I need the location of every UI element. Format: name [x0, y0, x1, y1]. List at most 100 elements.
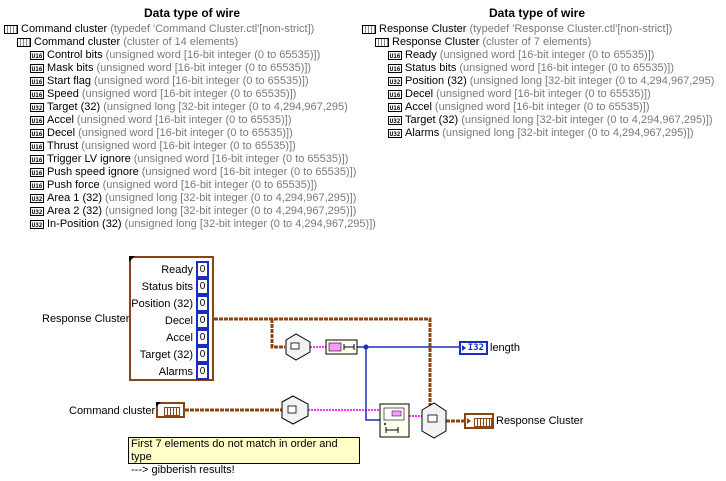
- type-tree-description: (unsigned word [16-bit integer (0 to 655…: [459, 62, 674, 74]
- constant-field-value[interactable]: 0: [196, 363, 209, 380]
- constant-field-value[interactable]: 0: [196, 329, 209, 346]
- constant-field-label: Accel: [166, 331, 193, 344]
- u16-type-icon: U16: [30, 129, 44, 138]
- type-tree-description: (unsigned long [32-bit integer (0 to 4,2…: [442, 127, 694, 139]
- u16-type-icon: U16: [30, 155, 44, 164]
- type-tree-name: Decel: [405, 88, 434, 100]
- type-tree-name: Alarms: [405, 127, 440, 139]
- type-tree-description: (unsigned word [16-bit integer (0 to 655…: [133, 153, 349, 165]
- type-tree-description: (unsigned word [16-bit integer (0 to 655…: [81, 140, 296, 152]
- u32-type-icon: U32: [388, 116, 402, 125]
- constant-field-value[interactable]: 0: [196, 346, 209, 363]
- u16-type-icon: U16: [30, 168, 44, 177]
- type-tree-name: Accel: [405, 101, 432, 113]
- constant-field-label: Target (32): [139, 348, 193, 361]
- type-tree-description: (unsigned long [32-bit integer (0 to 4,2…: [461, 114, 713, 126]
- type-tree-description: (unsigned long [32-bit integer (0 to 4,2…: [105, 192, 357, 204]
- type-tree-row: Response Cluster(typedef 'Response Clust…: [362, 23, 714, 36]
- string-subset-node[interactable]: [379, 403, 410, 438]
- string-length-node[interactable]: [325, 339, 358, 355]
- u16-type-icon: U16: [388, 51, 402, 60]
- u16-type-icon: U16: [30, 77, 44, 86]
- constant-field-value[interactable]: 0: [196, 261, 209, 278]
- command-cluster-control[interactable]: [156, 402, 185, 418]
- response-cluster-indicator[interactable]: [464, 413, 494, 429]
- u32-type-icon: U32: [388, 77, 402, 86]
- command-type-tree: Command cluster(typedef 'Command Cluster…: [4, 23, 376, 231]
- u32-type-icon: U32: [30, 103, 44, 112]
- command-cluster-label: Command cluster: [69, 405, 156, 417]
- type-tree-description: (unsigned word [16-bit integer (0 to 655…: [94, 75, 309, 87]
- unflatten-from-string-node[interactable]: [421, 402, 447, 439]
- constant-field-value[interactable]: 0: [196, 312, 209, 329]
- type-tree-row: Command cluster(typedef 'Command Cluster…: [4, 23, 376, 36]
- cluster-type-icon: [375, 38, 389, 47]
- length-type-text: I32: [467, 343, 484, 353]
- constant-field-value[interactable]: 0: [196, 278, 209, 295]
- constant-field-value[interactable]: 0: [196, 295, 209, 312]
- type-tree-name: Start flag: [47, 75, 92, 87]
- u32-type-icon: U32: [30, 194, 44, 203]
- type-tree-description: (unsigned word [16-bit integer (0 to 655…: [81, 88, 297, 100]
- u16-type-icon: U16: [30, 51, 44, 60]
- type-tree-description: (unsigned word [16-bit integer (0 to 655…: [434, 101, 650, 113]
- u16-type-icon: U16: [30, 181, 44, 190]
- response-type-tree: Response Cluster(typedef 'Response Clust…: [362, 23, 714, 140]
- u16-type-icon: U16: [388, 64, 402, 73]
- constant-corner-marker: [129, 256, 135, 262]
- type-tree-row: Response Cluster(cluster of 7 elements): [362, 36, 714, 49]
- type-tree-description: (unsigned long [32-bit integer (0 to 4,2…: [105, 205, 357, 217]
- type-tree-name: Area 1 (32): [47, 192, 103, 204]
- type-tree-description: (cluster of 7 elements): [482, 36, 592, 48]
- type-tree-name: Speed: [47, 88, 79, 100]
- type-tree-name: Trigger LV ignore: [47, 153, 131, 165]
- response-constant-wire: [214, 317, 432, 408]
- type-tree-description: (unsigned word [16-bit integer (0 to 655…: [78, 127, 293, 139]
- type-tree-description: (unsigned word [16-bit integer (0 to 655…: [76, 114, 292, 126]
- type-tree-description: (unsigned long [32-bit integer (0 to 4,2…: [103, 101, 348, 113]
- u32-type-icon: U32: [30, 207, 44, 216]
- type-tree-name: Mask bits: [47, 62, 94, 74]
- type-tree-name: Accel: [47, 114, 74, 126]
- length-indicator[interactable]: I32: [459, 341, 488, 355]
- type-tree-name: Target (32): [405, 114, 459, 126]
- left-header: Data type of wire: [144, 6, 241, 20]
- type-tree-name: Thrust: [47, 140, 79, 152]
- length-wire-branch: [365, 347, 380, 421]
- type-tree-name: Area 2 (32): [47, 205, 103, 217]
- flatten-to-string-node-bottom[interactable]: [281, 395, 309, 425]
- type-tree-name: Push speed ignore: [47, 166, 139, 178]
- type-tree-description: (unsigned word [16-bit integer (0 to 655…: [105, 49, 321, 61]
- type-tree-name: Status bits: [405, 62, 457, 74]
- flatten-to-string-node-top[interactable]: [285, 333, 311, 361]
- u16-type-icon: U16: [388, 90, 402, 99]
- response-constant-label: Response Cluster: [42, 313, 130, 325]
- type-tree-description: (typedef 'Command Cluster.ctl'[non-stric…: [110, 23, 315, 35]
- u16-type-icon: U16: [30, 116, 44, 125]
- type-tree-name: Ready: [405, 49, 437, 61]
- type-tree-description: (unsigned word [16-bit integer (0 to 655…: [141, 166, 357, 178]
